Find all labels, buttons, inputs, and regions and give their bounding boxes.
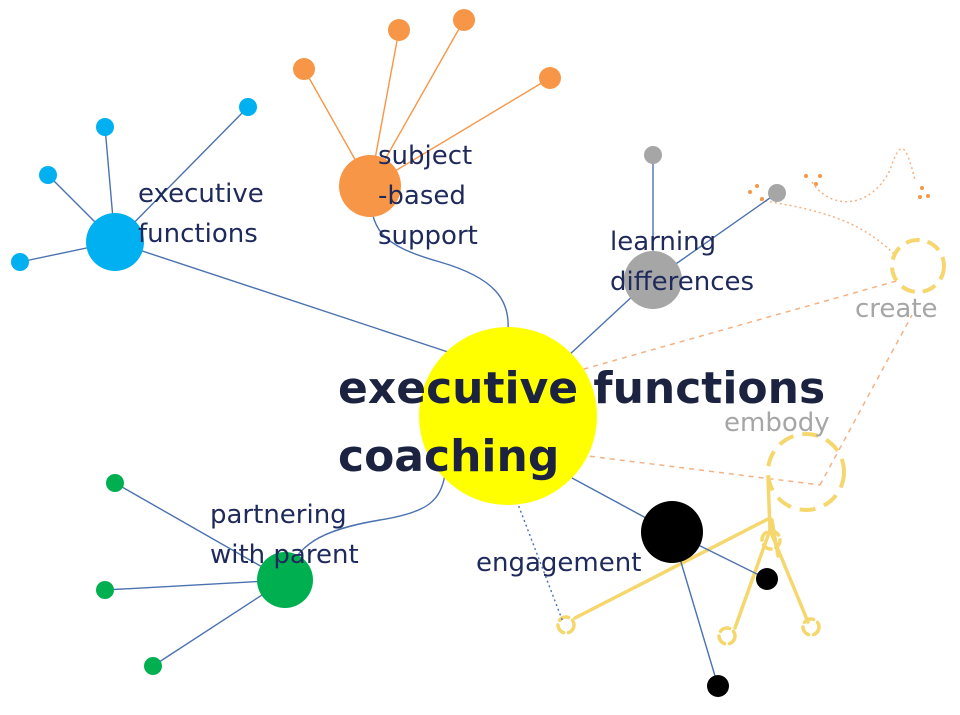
executive-leaf-node[interactable] <box>11 253 29 271</box>
engagement-leaf-node[interactable] <box>707 675 729 697</box>
embody-node <box>766 432 846 512</box>
stick-figure-sketch <box>556 476 821 646</box>
subject-based-cluster <box>293 9 561 217</box>
engagement-cluster <box>641 501 778 697</box>
executive-leaf-node[interactable] <box>39 166 57 184</box>
partnering-label: partnering with parent <box>210 500 359 570</box>
learning-differences-label: learning differences <box>610 227 755 297</box>
executive-leaf-node[interactable] <box>96 118 114 136</box>
executive-functions-cluster <box>11 98 257 271</box>
connector-executive <box>114 241 449 353</box>
subject-leaf-node[interactable] <box>388 19 410 41</box>
subject-leaf-node[interactable] <box>539 67 561 89</box>
learning-differences-node[interactable] <box>624 251 682 309</box>
engagement-node[interactable] <box>641 501 703 563</box>
faded-guide-lines <box>544 147 916 486</box>
embody-label: embody <box>724 408 830 438</box>
partnering-leaf-node[interactable] <box>106 474 124 492</box>
connector-subject <box>369 185 509 331</box>
learning-leaf-node[interactable] <box>644 146 662 164</box>
executive-leaf-node[interactable] <box>239 98 257 116</box>
central-node[interactable] <box>419 327 597 505</box>
partnering-leaf-node[interactable] <box>96 581 114 599</box>
executive-functions-node[interactable] <box>86 213 144 271</box>
central-topic-label: executive functions coaching <box>338 363 826 482</box>
subject-leaf-node[interactable] <box>453 9 475 31</box>
engagement-label: engagement <box>476 548 642 578</box>
learning-leaf-node[interactable] <box>768 184 786 202</box>
partnering-node[interactable] <box>257 552 313 608</box>
engagement-leaf-node[interactable] <box>756 568 778 590</box>
subject-leaf-node[interactable] <box>293 58 315 80</box>
executive-functions-label: executive functions <box>138 179 264 249</box>
subject-based-node[interactable] <box>339 155 401 217</box>
create-node <box>890 238 946 294</box>
partnering-leaf-node[interactable] <box>144 657 162 675</box>
learning-differences-cluster <box>624 146 786 309</box>
subject-based-label: subject -based support <box>378 141 478 251</box>
create-label: create <box>855 294 938 324</box>
sparkle-dots <box>748 174 930 201</box>
partnering-cluster <box>96 474 313 675</box>
